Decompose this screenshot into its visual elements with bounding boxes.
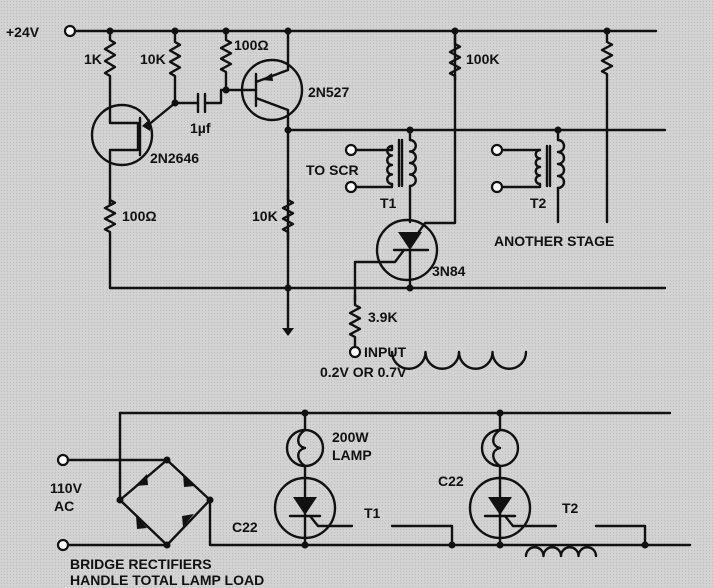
scr-c22-1: [273, 350, 528, 547]
junction-dot: [406, 284, 414, 292]
capacitor-1uf: [173, 88, 228, 114]
scs-3n84: [353, 29, 457, 302]
label-scs: 3N84: [432, 263, 466, 279]
label-ujt: 2N2646: [150, 150, 199, 166]
junction-dot: [448, 541, 456, 549]
junction-dot: [284, 126, 292, 134]
junction-dot: [163, 456, 171, 464]
t1-terminal-1: [344, 143, 358, 157]
label-another-stage: ANOTHER STAGE: [494, 233, 614, 249]
scr-c22-2: [468, 476, 647, 558]
resistor-10k-lower: [281, 188, 295, 242]
junction-dot: [106, 27, 114, 35]
resistor-10k: [168, 29, 182, 105]
bridge-rectifier: [118, 458, 692, 547]
label-t2-bottom: T2: [562, 500, 579, 516]
label-r5: 10K: [252, 208, 278, 224]
junction-dots-bottom: [116, 409, 649, 549]
t1-terminal-2: [344, 180, 358, 194]
junction-dot: [554, 126, 562, 134]
ground-icon: [282, 286, 294, 336]
label-t2: T2: [530, 195, 547, 211]
t2-terminal-1: [490, 143, 504, 157]
input-terminal: [348, 345, 362, 359]
resistor-100-ohm: [219, 29, 233, 92]
supply-terminal: [63, 24, 77, 38]
label-ac: AC: [54, 498, 74, 514]
label-lamp: LAMP: [332, 447, 372, 463]
resistor-100k: [448, 29, 462, 82]
junction-dot: [222, 86, 230, 94]
junction-dot: [451, 27, 459, 35]
junction-dot: [222, 27, 230, 35]
label-to-scr: TO SCR: [306, 162, 359, 178]
ac-terminal-1: [56, 453, 70, 467]
resistor-another-stage: [600, 29, 614, 224]
label-r2: 10K: [140, 51, 166, 67]
junction-dot: [163, 541, 171, 549]
junction-dot: [301, 541, 309, 549]
label-r1: 1K: [84, 51, 102, 67]
junction-dot: [171, 99, 179, 107]
junction-dot: [603, 27, 611, 35]
junction-dot: [284, 284, 292, 292]
resistor-1k: [103, 29, 117, 122]
label-r6: 100K: [466, 51, 499, 67]
lamp-2: [480, 411, 520, 480]
label-110v: 110V: [50, 480, 83, 496]
transformer-t1: [344, 128, 417, 224]
junction-dot: [406, 126, 414, 134]
transistor-2n527: [224, 29, 304, 290]
label-r7: 3.9K: [368, 309, 398, 325]
label-lamp-wattage: 200W: [332, 429, 369, 445]
junction-dot: [116, 496, 124, 504]
supply-rail: [63, 24, 658, 38]
ac-terminal-2: [56, 538, 70, 552]
ujt-2n2646: [90, 101, 177, 207]
transformer-t2: [490, 128, 566, 224]
lamp-1: [285, 411, 325, 480]
junction-dot: [284, 27, 292, 35]
junction-dots-top: [106, 27, 611, 292]
label-bridge-note-2: HANDLE TOTAL LAMP LOAD: [70, 572, 264, 588]
junction-dot: [641, 541, 649, 549]
label-r4: 100Ω: [122, 208, 157, 224]
junction-dot: [496, 541, 504, 549]
label-input-levels: 0.2V OR 0.7V: [320, 364, 407, 380]
junction-dot: [301, 409, 309, 417]
label-bridge-note-1: BRIDGE RECTIFIERS: [70, 556, 212, 572]
label-input: INPUT: [364, 344, 406, 360]
label-scr2: C22: [438, 473, 464, 489]
label-capacitor: 1µf: [190, 120, 211, 136]
label-scr1: C22: [232, 519, 258, 535]
t2-terminal-2: [490, 180, 504, 194]
label-t1: T1: [380, 195, 397, 211]
supply-label: +24V: [6, 24, 40, 40]
label-t1-bottom: T1: [364, 505, 381, 521]
resistor-100-ohm-lower: [103, 198, 117, 290]
junction-dot: [171, 27, 179, 35]
junction-dot: [206, 496, 214, 504]
label-transistor: 2N527: [308, 84, 349, 100]
junction-dot: [496, 409, 504, 417]
label-r3: 100Ω: [234, 37, 269, 53]
resistor-3-9k: [348, 293, 362, 349]
